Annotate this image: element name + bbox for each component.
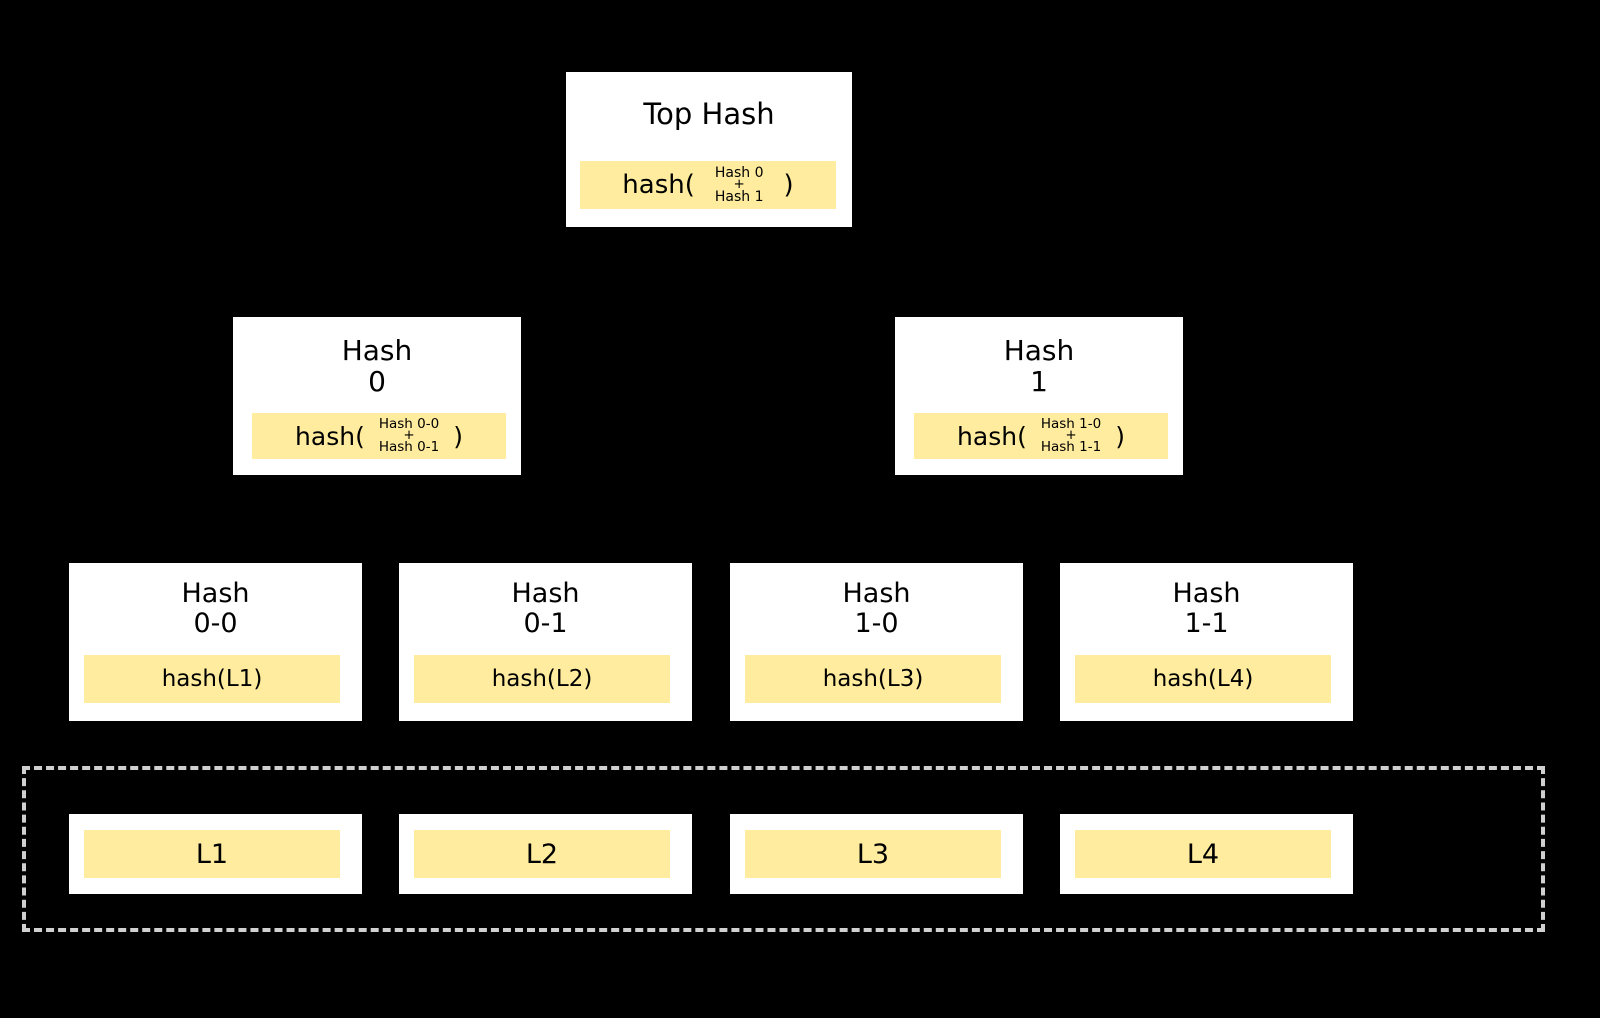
hash-close-paren: ) [1115, 421, 1125, 451]
node-data-block-l4[interactable]: L4 [1060, 814, 1353, 894]
node-hash-0-1[interactable]: Hash 0-1 hash(L2) [399, 563, 692, 721]
node-data-block-l2[interactable]: L2 [399, 814, 692, 894]
hash-arg-plus: + [403, 427, 415, 444]
edge-hash0-bus [214, 509, 545, 512]
node-hash-0[interactable]: Hash 0 hash( Hash 0-0 + Hash 0-1 ) [233, 317, 521, 475]
data-block-l2-label: L2 [414, 830, 670, 878]
hash-close-paren: ) [453, 421, 463, 451]
hash-open-paren: hash( [957, 421, 1027, 451]
node-hash-0-0-title: Hash 0-0 [181, 578, 250, 640]
hash-close-paren: ) [783, 170, 794, 200]
data-block-l3-label: L3 [745, 830, 1001, 878]
hash-arg-top: Hash 0 [714, 165, 764, 182]
node-hash-1-1-formula: hash(L4) [1075, 655, 1331, 703]
hash-arg-plus: + [733, 176, 745, 193]
hash-open-paren: hash( [295, 421, 365, 451]
node-top-hash-formula: hash( Hash 0 + Hash 1 ) [580, 161, 836, 209]
hash-open-paren: hash( [622, 170, 695, 200]
edge-hash00-to-l1 [214, 721, 217, 826]
node-hash-1-formula: hash( Hash 1-0 + Hash 1-1 ) [914, 413, 1168, 459]
edge-hash01-to-l2 [544, 721, 547, 826]
node-hash-0-1-formula: hash(L2) [414, 655, 670, 703]
edge-hash0-to-hash00 [214, 509, 217, 563]
node-hash-1-0-title: Hash 1-0 [842, 578, 911, 640]
data-block-l1-label: L1 [84, 830, 340, 878]
hash-arg-bottom: Hash 0-1 [378, 438, 440, 455]
hash-arg-plus: + [1065, 427, 1077, 444]
edge-root-stem [707, 227, 710, 263]
node-hash-1-title: Hash 1 [1003, 334, 1075, 399]
hash-arg-top: Hash 0-0 [378, 415, 440, 432]
edge-hash0-stem [376, 475, 379, 509]
node-hash-0-1-title: Hash 0-1 [511, 578, 580, 640]
node-hash-0-title: Hash 0 [341, 334, 413, 399]
node-hash-0-0[interactable]: Hash 0-0 hash(L1) [69, 563, 362, 721]
node-hash-1-0-formula: hash(L3) [745, 655, 1001, 703]
edge-root-to-hash0 [376, 263, 379, 317]
node-hash-1-1-title: Hash 1-1 [1172, 578, 1241, 640]
edge-hash1-stem [1037, 475, 1040, 509]
node-hash-1-0[interactable]: Hash 1-0 hash(L3) [730, 563, 1023, 721]
hash-arguments: Hash 0 + Hash 1 [715, 166, 764, 204]
data-block-l4-label: L4 [1075, 830, 1331, 878]
node-hash-0-0-formula: hash(L1) [84, 655, 340, 703]
edge-root-to-hash1 [1037, 263, 1040, 317]
edge-hash1-to-hash11 [1205, 509, 1208, 563]
node-data-block-l1[interactable]: L1 [69, 814, 362, 894]
data-blocks-group [22, 766, 1545, 932]
hash-arguments: Hash 1-0 + Hash 1-1 [1040, 415, 1102, 455]
edge-hash11-to-l4 [1205, 721, 1208, 826]
node-hash-1-1[interactable]: Hash 1-1 hash(L4) [1060, 563, 1353, 721]
node-data-block-l3[interactable]: L3 [730, 814, 1023, 894]
edge-hash0-to-hash01 [544, 509, 547, 563]
node-top-hash-title: Top Hash [643, 97, 775, 131]
node-top-hash[interactable]: Top Hash hash( Hash 0 + Hash 1 ) [566, 72, 852, 227]
edge-root-bus [376, 263, 1039, 266]
edge-hash10-to-l3 [875, 721, 878, 826]
edge-hash1-to-hash10 [875, 509, 878, 563]
hash-arg-bottom: Hash 1 [714, 188, 764, 205]
edge-hash1-bus [875, 509, 1206, 512]
hash-arguments: Hash 0-0 + Hash 0-1 [378, 415, 440, 455]
hash-arg-bottom: Hash 1-1 [1040, 438, 1102, 455]
hash-arg-top: Hash 1-0 [1040, 415, 1102, 432]
node-hash-0-formula: hash( Hash 0-0 + Hash 0-1 ) [252, 413, 506, 459]
node-hash-1[interactable]: Hash 1 hash( Hash 1-0 + Hash 1-1 ) [895, 317, 1183, 475]
